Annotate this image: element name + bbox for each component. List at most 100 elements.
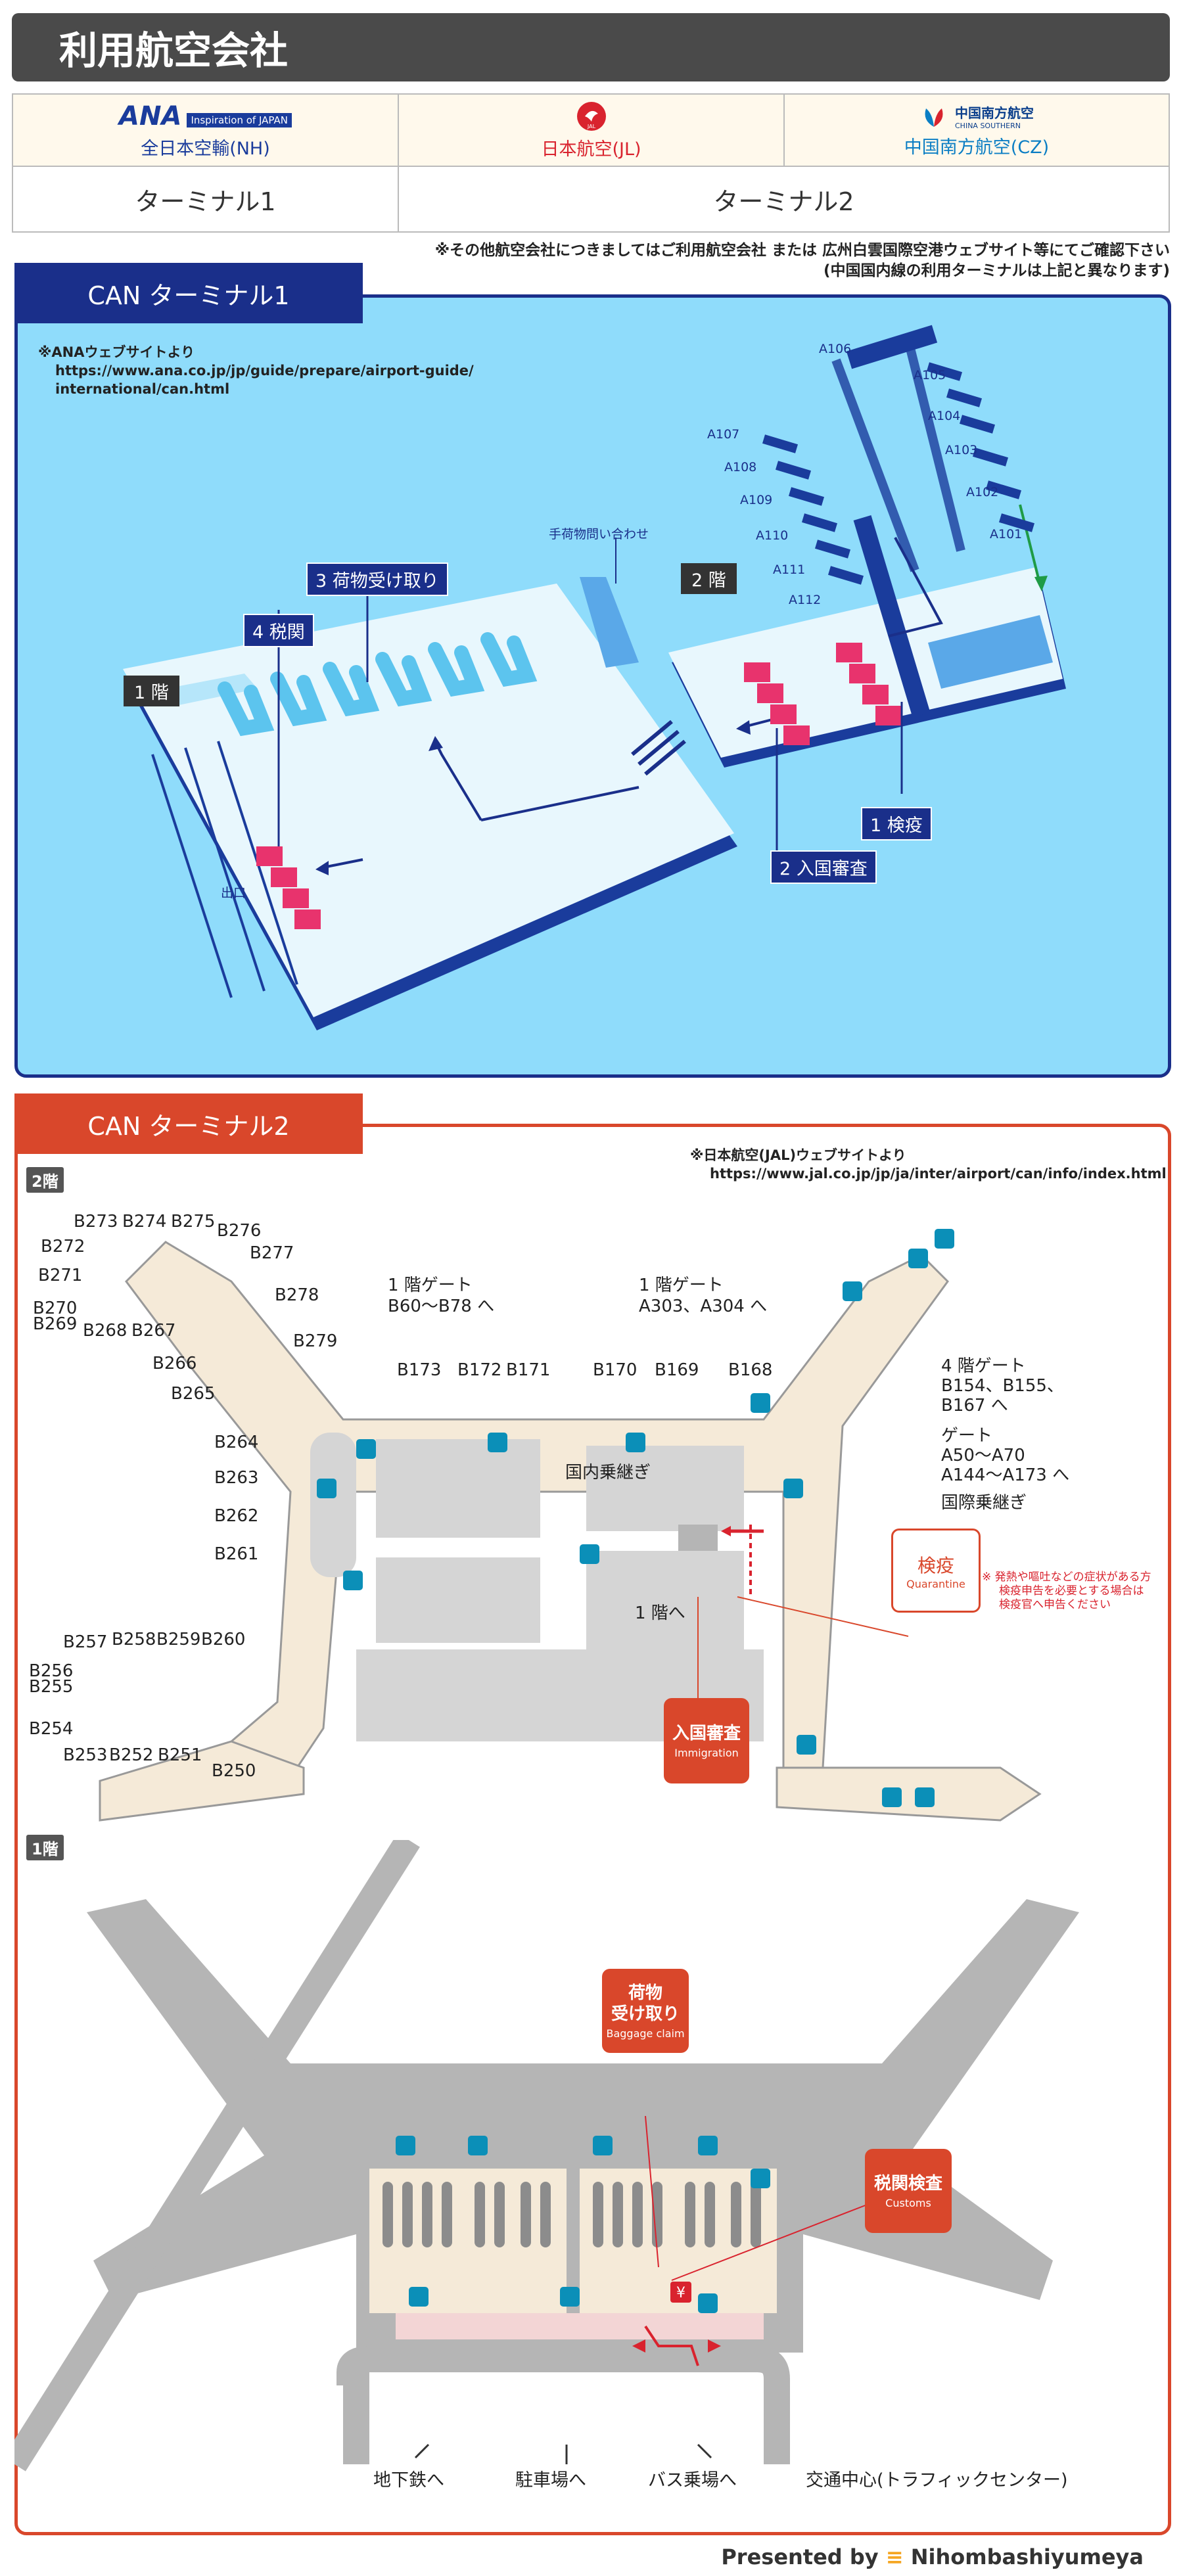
airline-name-jal: 日本航空(JL)	[541, 139, 641, 160]
gate-b278: B278	[275, 1285, 319, 1305]
airline-china-southern: 中国南方航空 CHINA SOUTHERN 中国南方航空(CZ)	[785, 95, 1169, 167]
t2-1f-carousels	[383, 2182, 761, 2247]
t1-floor2-tag: 2 階	[681, 563, 737, 594]
quarantine-callout: 検疫 Quarantine	[891, 1529, 981, 1613]
gate-b169: B169	[655, 1360, 699, 1380]
terminal1-heading-text: CAN ターミナル1	[87, 281, 290, 310]
t1-customs-blocks	[256, 846, 321, 929]
gate-b254: B254	[29, 1719, 74, 1739]
t1-immigration-blocks	[744, 643, 902, 745]
gate-b253: B253	[63, 1745, 108, 1765]
page-title-text: 利用航空会社	[59, 28, 289, 73]
other-airlines-note: ※その他航空会社につきましてはご利用航空会社 または 広州白雲国際空港ウェブサイ…	[435, 241, 1170, 281]
page-title: 利用航空会社	[12, 13, 1170, 81]
note-line2: (中国国内線の利用ターミナルは上記と異なります)	[823, 262, 1170, 279]
t2-gate1-west: 1 階ゲート B60～B78 へ	[388, 1275, 494, 1317]
gate-a108: A108	[724, 460, 757, 474]
to-traffic-center: 交通中心(トラフィックセンター)	[806, 2470, 1068, 2491]
gate-a111: A111	[773, 563, 806, 577]
gate-a110: A110	[756, 528, 789, 543]
gate-a106: A106	[819, 342, 852, 356]
t1-step-immigration: 2 入国審査	[770, 850, 877, 884]
t2-1f-structure	[87, 1899, 1079, 2353]
t2-gate-a-l3: A144～A173 へ	[941, 1465, 1070, 1485]
t1-source-url1[interactable]: https://www.ana.co.jp/jp/guide/prepare/a…	[55, 363, 474, 379]
t2-gate1-west-l1: 1 階ゲート	[388, 1276, 473, 1295]
t1-baggage-inquiry: 手荷物問い合わせ	[549, 527, 649, 541]
t2-gate4-l2: B154、B155、	[941, 1376, 1064, 1396]
yen-symbol: ¥	[676, 2285, 685, 2301]
t2-2f-blocks	[310, 1433, 764, 1741]
t2-gate-a-l1: ゲート	[941, 1426, 993, 1446]
baggage-ja2: 受け取り	[611, 2004, 680, 2024]
gate-b256: B256	[29, 1661, 74, 1681]
quarantine-note3: 検疫官へ申告ください	[999, 1598, 1111, 1611]
to-subway: 地下鉄へ	[373, 2470, 444, 2491]
brand-icon: ≡	[885, 2544, 904, 2569]
gate-b270: B270	[33, 1299, 78, 1318]
t2-gate-a: ゲート A50～A70 A144～A173 へ	[941, 1426, 1069, 1485]
gate-a107: A107	[707, 427, 740, 442]
airline-name-cz: 中国南方航空(CZ)	[904, 137, 1050, 158]
gate-b271: B271	[38, 1266, 83, 1285]
gate-b251: B251	[158, 1745, 202, 1765]
terminal2-floor1-map: ¥	[14, 1840, 1079, 2472]
gate-b172: B172	[457, 1360, 502, 1380]
t2-source-prefix: ※日本航空(JAL)ウェブサイトより	[690, 1147, 906, 1163]
t2-source: ※日本航空(JAL)ウェブサイトより https://www.jal.co.jp…	[690, 1146, 1167, 1183]
t2-source-url[interactable]: https://www.jal.co.jp/jp/ja/inter/airpor…	[710, 1166, 1167, 1182]
gate-a112: A112	[789, 593, 822, 607]
ana-logo: ANA	[119, 101, 182, 131]
gate-b250: B250	[212, 1761, 256, 1781]
terminal2-cell: ターミナル2	[399, 167, 1169, 231]
terminal1-cell: ターミナル1	[13, 167, 399, 231]
gate-b274: B274	[122, 1212, 167, 1231]
gate-a101: A101	[990, 527, 1023, 541]
gate-a102: A102	[966, 485, 999, 499]
note-line1: ※その他航空会社につきましてはご利用航空会社 または 広州白雲国際空港ウェブサイ…	[434, 242, 1170, 259]
gate-b261: B261	[214, 1544, 259, 1564]
customs-callout: 税関検査 Customs	[865, 2149, 952, 2233]
airline-jal: JAL 日本航空(JL)	[399, 95, 785, 167]
terminal1-map	[123, 325, 1066, 1030]
gate-a103: A103	[945, 443, 978, 457]
t1-source: ※ANAウェブサイトより https://www.ana.co.jp/jp/gu…	[38, 343, 474, 398]
gate-b171: B171	[506, 1360, 551, 1380]
t2-gate4-l3: B167 へ	[941, 1396, 1008, 1415]
gate-b264: B264	[214, 1433, 259, 1452]
gate-b259: B259	[156, 1630, 201, 1649]
quarantine-en: Quarantine	[906, 1577, 965, 1590]
gate-b276: B276	[217, 1221, 262, 1241]
terminal2-label: ターミナル2	[713, 187, 854, 216]
baggage-claim-callout: 荷物 受け取り Baggage claim	[602, 1969, 689, 2053]
t2-gate1-mid-l1: 1 階ゲート	[639, 1276, 724, 1295]
t1-step-baggage: 3 荷物受け取り	[306, 563, 448, 596]
t1-step-quarantine: 1 検疫	[861, 807, 932, 840]
jal-crane-icon: JAL	[576, 101, 606, 131]
t2-2f-concourses	[99, 1241, 1042, 1822]
t2-gate4: 4 階ゲート B154、B155、 B167 へ	[941, 1356, 1064, 1415]
gate-b173: B173	[397, 1360, 442, 1380]
jal-logo-text: JAL	[586, 124, 595, 129]
t1-source-url2[interactable]: international/can.html	[55, 381, 230, 397]
t1-floor1-shape	[123, 577, 737, 1030]
t2-gate1-mid: 1 階ゲート A303、A304 へ	[639, 1275, 767, 1317]
terminal1-label: ターミナル1	[135, 187, 276, 216]
to-bus: バス乗場へ	[648, 2470, 737, 2491]
t2-floor1-tag: 1階	[26, 1835, 64, 1860]
gate-b257: B257	[63, 1632, 108, 1652]
t2-floor2-tag: 2階	[26, 1167, 64, 1193]
airline-name-ana: 全日本空輸(NH)	[141, 138, 270, 159]
gate-b269: B269	[33, 1314, 78, 1334]
gate-b168: B168	[728, 1360, 773, 1380]
gate-b262: B262	[214, 1506, 259, 1526]
t2-1f-restroom-icons	[396, 2136, 770, 2313]
terminal2-heading-text: CAN ターミナル2	[87, 1111, 290, 1141]
airline-ana: ANA Inspiration of JAPAN 全日本空輸(NH)	[13, 95, 399, 167]
gate-b272: B272	[41, 1237, 85, 1256]
gate-b267: B267	[131, 1321, 176, 1341]
baggage-en: Baggage claim	[606, 2027, 685, 2040]
footer-brand: Nihombashiyumeya	[910, 2544, 1144, 2569]
quarantine-note: ※ 発熱や嘔吐などの症状がある方 検疫申告を必要とする場合は 検疫官へ申告くださ…	[982, 1571, 1151, 1612]
t1-floor1-tag: 1 階	[124, 676, 179, 706]
